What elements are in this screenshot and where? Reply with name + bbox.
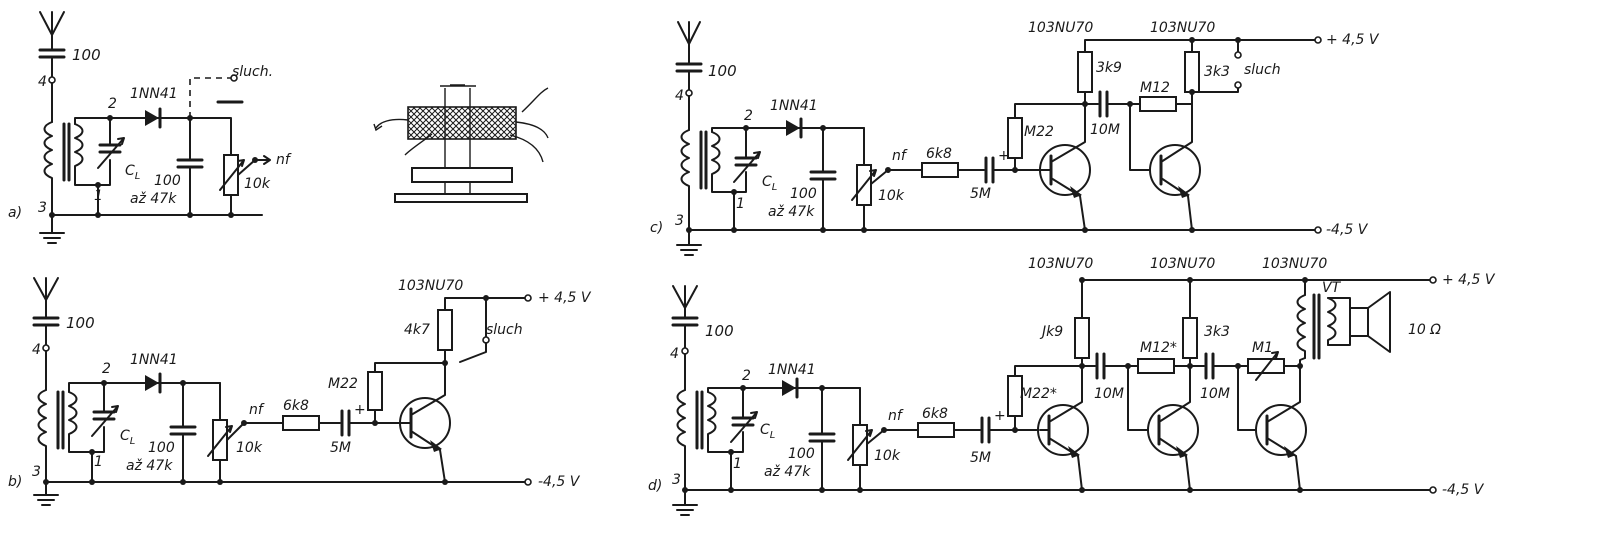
label-a-tuning-cap: CL: [125, 163, 140, 182]
label-c-tuning-cap: CL: [762, 174, 777, 193]
label-c-transistor-2: 103NU70: [1150, 20, 1215, 36]
label-c-coil-tap-2: 2: [744, 108, 753, 124]
label-c-c-coupling: 5M: [970, 186, 991, 202]
circuit-b: b) 100 4 3 2 1 1NN41 CL 100 až 47k 10k n…: [8, 277, 592, 506]
label-c-output: nf: [892, 148, 908, 164]
label-a-filter-cap-1: 100: [154, 173, 181, 189]
label-c-r-bias2: M12: [1140, 80, 1170, 96]
coil-sketch: [373, 84, 549, 203]
label-d-diode: 1NN41: [768, 362, 816, 378]
label-b-pot: 10k: [236, 440, 263, 456]
label-a-antenna-cap: 100: [72, 46, 101, 64]
label-b-c-coupling: 5M: [330, 440, 351, 456]
label-c-filter-cap-2: až 47k: [768, 204, 815, 220]
label-d-c-coupling: 5M: [970, 450, 991, 466]
label-a-switch: sluch.: [232, 64, 273, 80]
label-a-tap-top: 4: [38, 74, 47, 90]
label-c-pot: 10k: [878, 188, 905, 204]
label-c-tap-bottom: 3: [675, 213, 684, 229]
label-d-transistor-1: 103NU70: [1028, 256, 1093, 272]
label-a-coil-tap-1: 1: [94, 188, 103, 204]
label-d-filter-cap-1: 100: [788, 446, 815, 462]
label-b-r-series: 6k8: [283, 398, 309, 414]
label-a-filter-cap-2: až 47k: [130, 191, 177, 207]
label-d-tuning-cap: CL: [760, 422, 775, 441]
label-c-c-plus: +: [998, 148, 1010, 164]
label-d-r-c1: Jk9: [1039, 324, 1063, 340]
label-b-tap-bottom: 3: [32, 464, 41, 480]
label-c-coil-tap-1: 1: [736, 196, 745, 212]
label-d-coil-tap-1: 1: [733, 456, 742, 472]
label-a-pot: 10k: [244, 176, 271, 192]
label-b-coil-tap-2: 2: [102, 361, 111, 377]
label-c-transistor-1: 103NU70: [1028, 20, 1093, 36]
label-d-coil-tap-2: 2: [742, 368, 751, 384]
label-b-filter-cap-2: až 47k: [126, 458, 173, 474]
label-b-v-plus: + 4,5 V: [538, 290, 592, 306]
label-d-speaker: 10 Ω: [1408, 322, 1441, 338]
label-b-output: nf: [249, 402, 265, 418]
label-d-r-bias: M22*: [1020, 386, 1057, 402]
label-a-diode: 1NN41: [130, 86, 178, 102]
label-d-filter-cap-2: až 47k: [764, 464, 811, 480]
label-d-antenna-cap: 100: [705, 322, 734, 340]
label-c-c-inter: 10M: [1090, 122, 1120, 138]
label-d-tap-bottom: 3: [672, 472, 681, 488]
label-b-tap-top: 4: [32, 342, 41, 358]
label-d-pot: 10k: [874, 448, 901, 464]
circuit-a: a) 100 4 3 2 1 1NN41 CL 100 až 47k 10k n…: [8, 11, 292, 244]
label-d-transistor-3: 103NU70: [1262, 256, 1327, 272]
label-d-transistor-2: 103NU70: [1150, 256, 1215, 272]
label-b-r-bias: M22: [328, 376, 358, 392]
label-b-antenna-cap: 100: [66, 314, 95, 332]
label-d-c-inter-1: 10M: [1094, 386, 1124, 402]
label-c-switch: sluch: [1244, 62, 1281, 78]
label-a-id: a): [8, 205, 22, 221]
label-d-v-plus: + 4,5 V: [1442, 272, 1496, 288]
label-c-r-c2: 3k3: [1204, 64, 1230, 80]
label-d-r-c2: 3k3: [1204, 324, 1230, 340]
label-c-r-series: 6k8: [926, 146, 952, 162]
label-b-diode: 1NN41: [130, 352, 178, 368]
label-c-v-plus: + 4,5 V: [1326, 32, 1380, 48]
label-c-id: c): [650, 220, 663, 236]
label-c-v-minus: -4,5 V: [1326, 222, 1369, 238]
label-a-coil-tap-2: 2: [108, 96, 117, 112]
label-d-transformer: VT: [1322, 280, 1342, 296]
label-d-r-series: 6k8: [922, 406, 948, 422]
label-b-tuning-cap: CL: [120, 428, 135, 447]
circuit-c: c) 100 4 3 2 1 1NN41 CL 100 až 47k 10k n…: [650, 20, 1380, 256]
label-c-tap-top: 4: [675, 88, 684, 104]
label-b-c-plus: +: [354, 402, 366, 418]
label-c-antenna-cap: 100: [708, 62, 737, 80]
label-a-output: nf: [276, 152, 292, 168]
label-b-switch: sluch: [486, 322, 523, 338]
label-b-v-minus: -4,5 V: [538, 474, 581, 490]
label-b-coil-tap-1: 1: [94, 454, 103, 470]
label-d-c-plus: +: [994, 408, 1006, 424]
label-d-c-inter-2: 10M: [1200, 386, 1230, 402]
label-b-filter-cap-1: 100: [148, 440, 175, 456]
label-b-r-collector: 4k7: [404, 322, 430, 338]
label-d-tap-top: 4: [670, 346, 679, 362]
label-d-r-bias2: M12*: [1140, 340, 1177, 356]
label-d-v-minus: -4,5 V: [1442, 482, 1485, 498]
label-c-r-c1: 3k9: [1096, 60, 1122, 76]
label-d-r-bias3: M1: [1252, 340, 1273, 356]
label-c-diode: 1NN41: [770, 98, 818, 114]
label-b-id: b): [8, 474, 22, 490]
label-d-id: d): [648, 478, 662, 494]
label-a-tap-bottom: 3: [38, 200, 47, 216]
label-c-r-bias: M22: [1024, 124, 1054, 140]
circuit-d: d) 100 4 3 2 1 1NN41 CL 100 až 47k 10k n…: [648, 256, 1496, 516]
label-d-output: nf: [888, 408, 904, 424]
label-b-transistor: 103NU70: [398, 278, 463, 294]
label-c-filter-cap-1: 100: [790, 186, 817, 202]
